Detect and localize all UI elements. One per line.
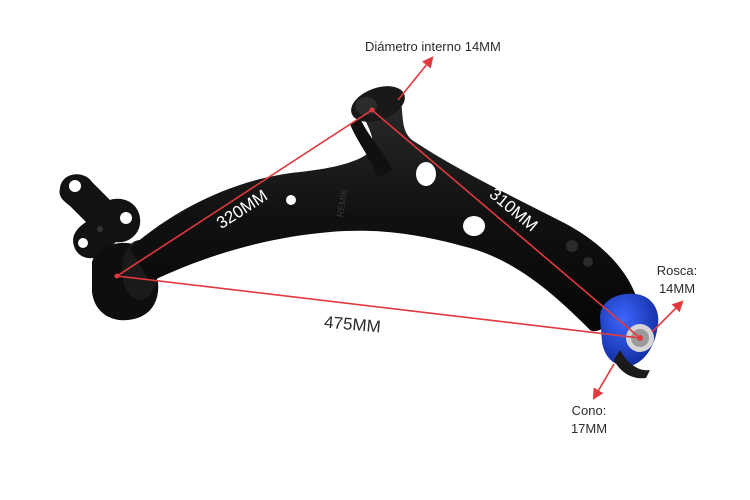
cone-label-title: Cono: [571, 403, 607, 418]
arm-hole-icon [416, 162, 436, 186]
control-arm-body: REMIK [59, 86, 659, 379]
cone-label: Cono: 17MM [567, 402, 611, 438]
dimension-line-320 [116, 109, 373, 277]
callout-arrows [397, 56, 684, 400]
arm-hole-icon [286, 195, 296, 205]
arm-main-beam [130, 96, 640, 332]
thread-label-value: 14MM [658, 281, 696, 296]
bracket-hole-icon [120, 212, 132, 224]
arrow-inner-diameter [397, 56, 434, 101]
arm-hole-icon [463, 216, 485, 236]
ball-joint [600, 293, 659, 379]
dimension-lines [116, 109, 641, 339]
inner-diameter-label: Diámetro interno 14MM [365, 39, 501, 54]
bracket-hole-icon [69, 180, 81, 192]
thread-label-title: Rosca: [656, 263, 698, 278]
arrow-thread [651, 300, 684, 333]
bracket-hole-icon [78, 238, 88, 248]
dimension-point-ball [637, 335, 643, 341]
upper-pivot-bushing [350, 86, 405, 178]
cone-label-value: 17MM [570, 421, 608, 436]
dimension-point-top [369, 107, 375, 113]
arrow-cone [592, 363, 615, 400]
dimension-point-left [114, 273, 120, 279]
thread-label: Rosca: 14MM [651, 262, 703, 298]
dimension-line-475 [116, 275, 641, 339]
brand-mark: REMIK [335, 188, 350, 218]
dimension-line-310 [371, 109, 641, 339]
mount-bracket [59, 174, 141, 259]
dimension-label-base: 475MM [323, 313, 381, 337]
